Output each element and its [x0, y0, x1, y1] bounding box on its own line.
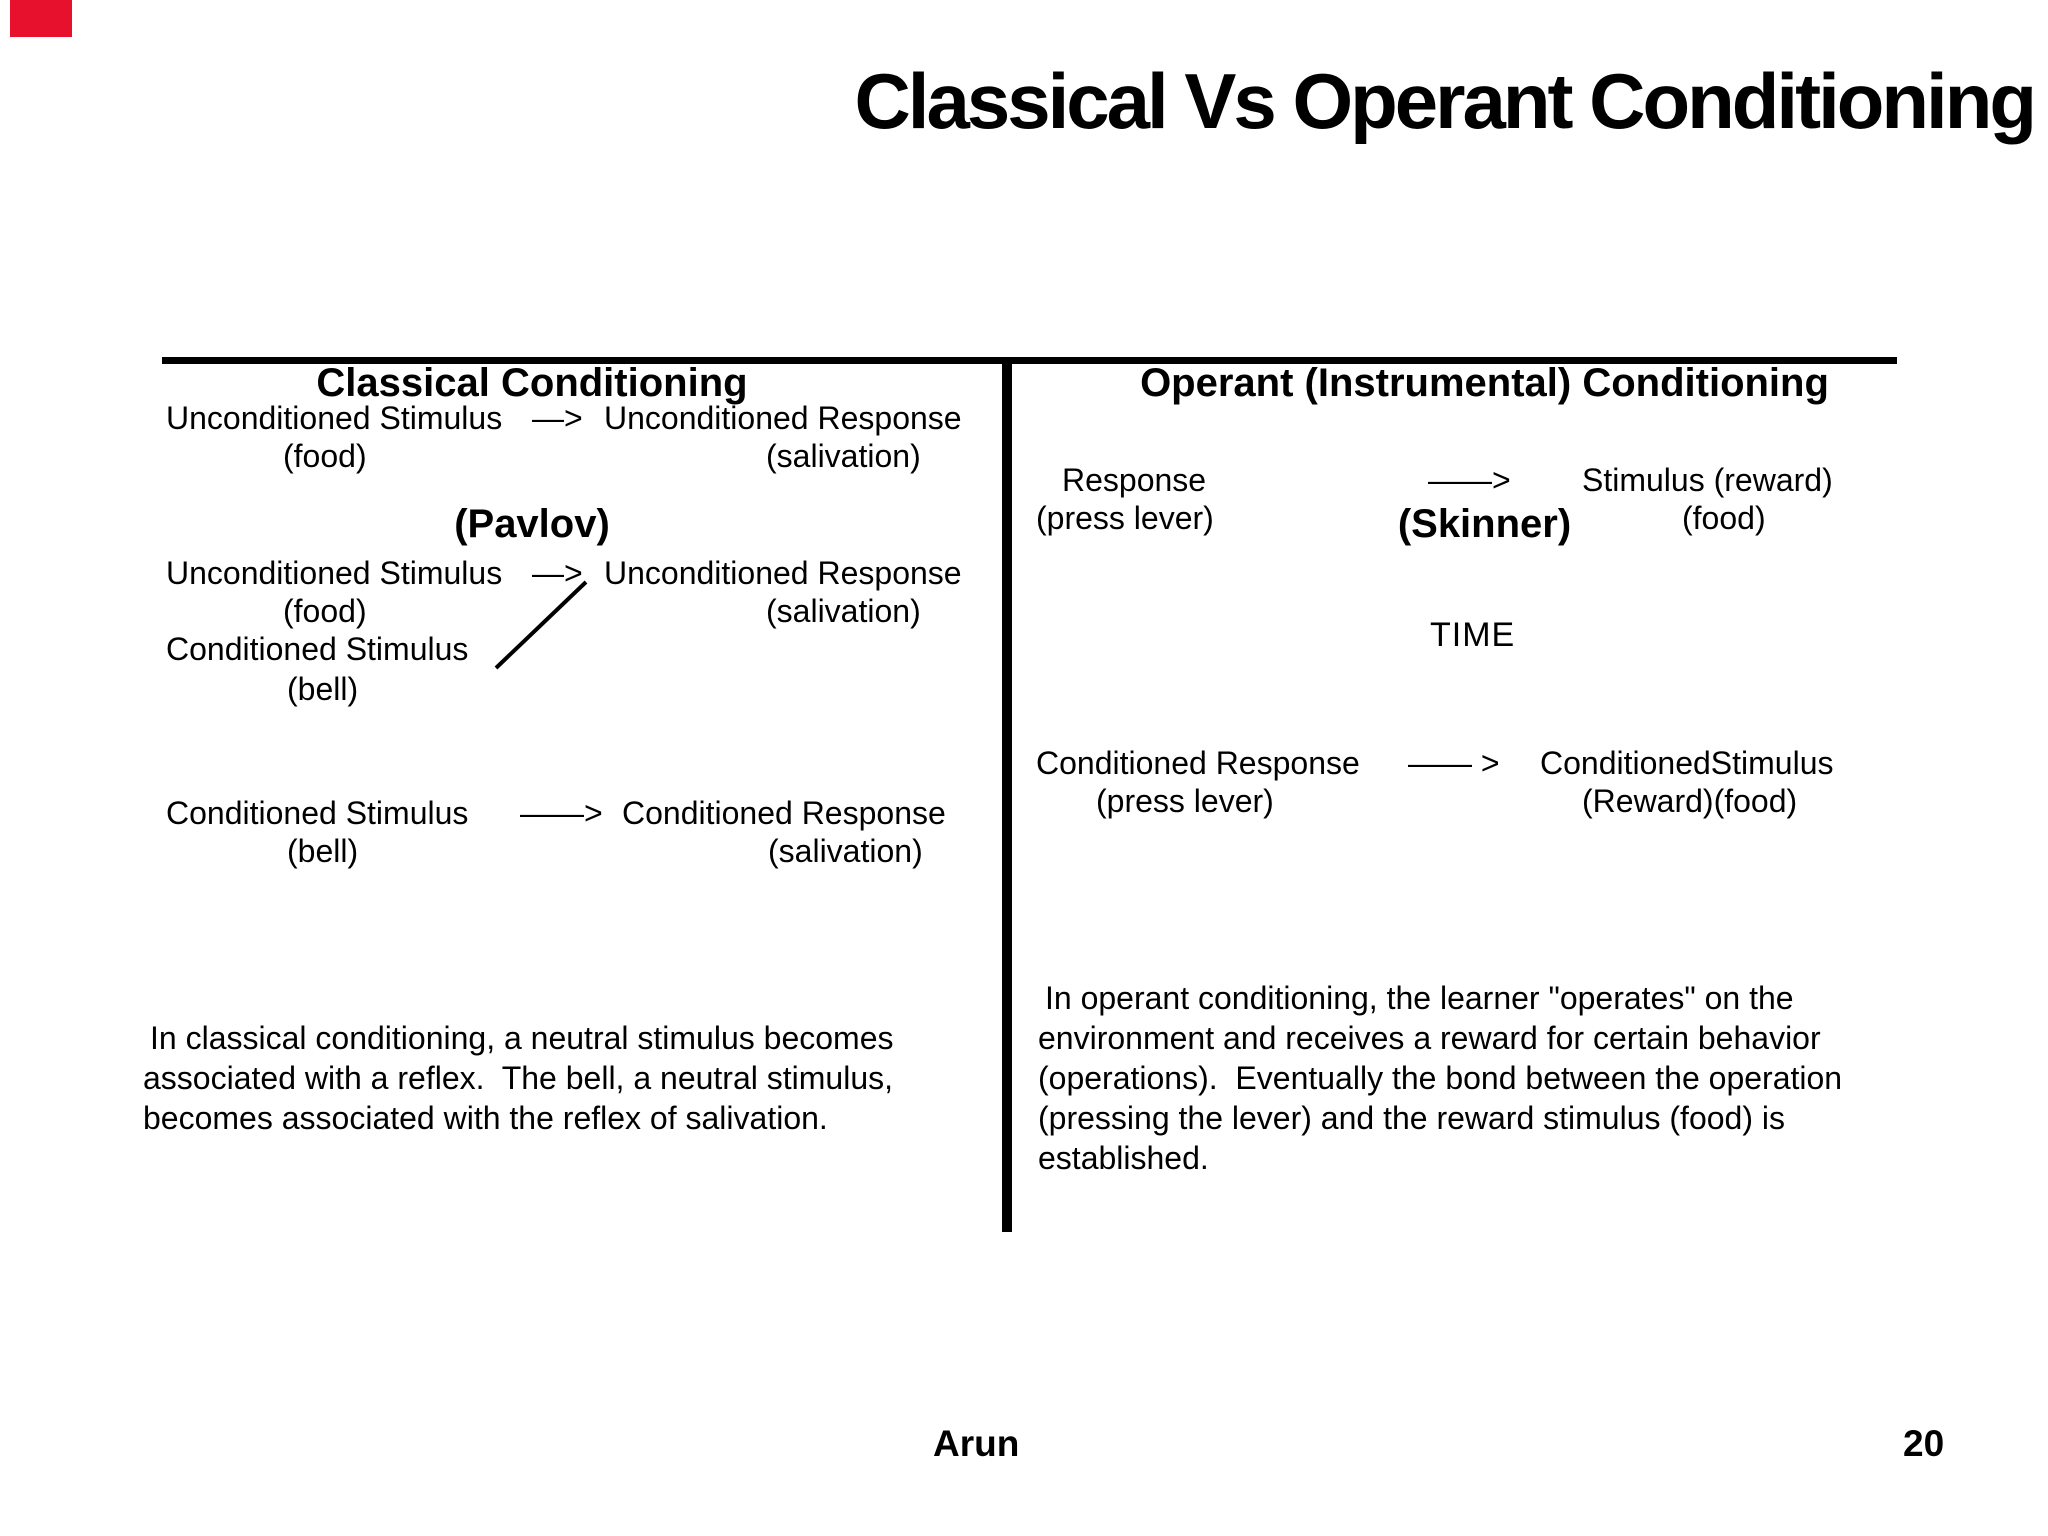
right-paragraph-line1: In operant conditioning, the learner "op… [1045, 980, 1794, 1016]
right-row2-to-sub: (Reward)(food) [1582, 783, 1798, 819]
right-paragraph-line4: (pressing the lever) and the reward stim… [1038, 1100, 1785, 1136]
right-header-line1: Operant (Instrumental) Conditioning [1140, 361, 1829, 405]
left-row2-from-sub: (food) [283, 593, 367, 629]
left-row2-arrow-icon: —> [532, 555, 583, 591]
footer-author: Arun [933, 1423, 1020, 1464]
left-row3-from-sub: (bell) [287, 833, 359, 869]
column-divider-line [1002, 357, 1012, 1232]
left-row3-to-sub: (salivation) [768, 833, 923, 869]
right-row2-from: Conditioned Response [1036, 745, 1360, 781]
association-diagonal-line [494, 580, 588, 670]
right-paragraph-line2: environment and receives a reward for ce… [1038, 1020, 1821, 1056]
right-row2-arrow-icon: —— > [1408, 745, 1500, 781]
header-divider-line [162, 357, 1897, 364]
left-row3-arrow-icon: ——> [520, 795, 603, 831]
left-row3-from: Conditioned Stimulus [166, 795, 469, 831]
red-corner-mark [10, 0, 72, 37]
slide-title: Classical Vs Operant Conditioning [854, 57, 2037, 145]
left-row2-to-sub: (salivation) [766, 593, 921, 629]
right-row1-from: Response [1062, 462, 1207, 498]
right-row1-from-sub: (press lever) [1036, 500, 1214, 536]
right-row1-to: Stimulus (reward) [1582, 462, 1833, 498]
left-paragraph: In classical conditioning, a neutral sti… [143, 1018, 893, 1138]
time-label: TIME [1430, 616, 1516, 654]
right-row1-arrow-icon: ——> [1428, 462, 1511, 498]
left-row2-to: Unconditioned Response [604, 555, 962, 591]
left-row2-extra-sub: (bell) [287, 671, 359, 707]
left-header-line1: Classical Conditioning [316, 361, 748, 405]
left-row1-from-sub: (food) [283, 438, 367, 474]
right-paragraph: In operant conditioning, the learner "op… [1038, 978, 1842, 1178]
right-header-line2: (Skinner) [1397, 502, 1572, 546]
left-row2-extra: Conditioned Stimulus [166, 631, 469, 667]
right-row2-from-sub: (press lever) [1096, 783, 1274, 819]
left-row1-from: Unconditioned Stimulus [166, 400, 503, 436]
left-row1-to: Unconditioned Response [604, 400, 962, 436]
left-row1-to-sub: (salivation) [766, 438, 921, 474]
left-column-header: Classical Conditioning (Pavlov) [162, 266, 902, 642]
left-header-line2: (Pavlov) [454, 502, 610, 546]
right-row1-to-sub: (food) [1682, 500, 1766, 536]
right-paragraph-line3: (operations). Eventually the bond betwee… [1038, 1060, 1843, 1096]
footer-page-number: 20 [1903, 1423, 1945, 1464]
left-row2-from: Unconditioned Stimulus [166, 555, 503, 591]
right-paragraph-line5: established. [1038, 1140, 1209, 1176]
left-row1-arrow-icon: —> [532, 400, 583, 436]
left-paragraph-line3: becomes associated with the reflex of sa… [143, 1100, 828, 1136]
left-row3-to: Conditioned Response [622, 795, 946, 831]
right-column-header: Operant (Instrumental) Conditioning (Ski… [1012, 266, 1957, 642]
right-row2-to: ConditionedStimulus [1540, 745, 1834, 781]
left-paragraph-line1: In classical conditioning, a neutral sti… [150, 1020, 894, 1056]
left-paragraph-line2: associated with a reflex. The bell, a ne… [143, 1060, 893, 1096]
